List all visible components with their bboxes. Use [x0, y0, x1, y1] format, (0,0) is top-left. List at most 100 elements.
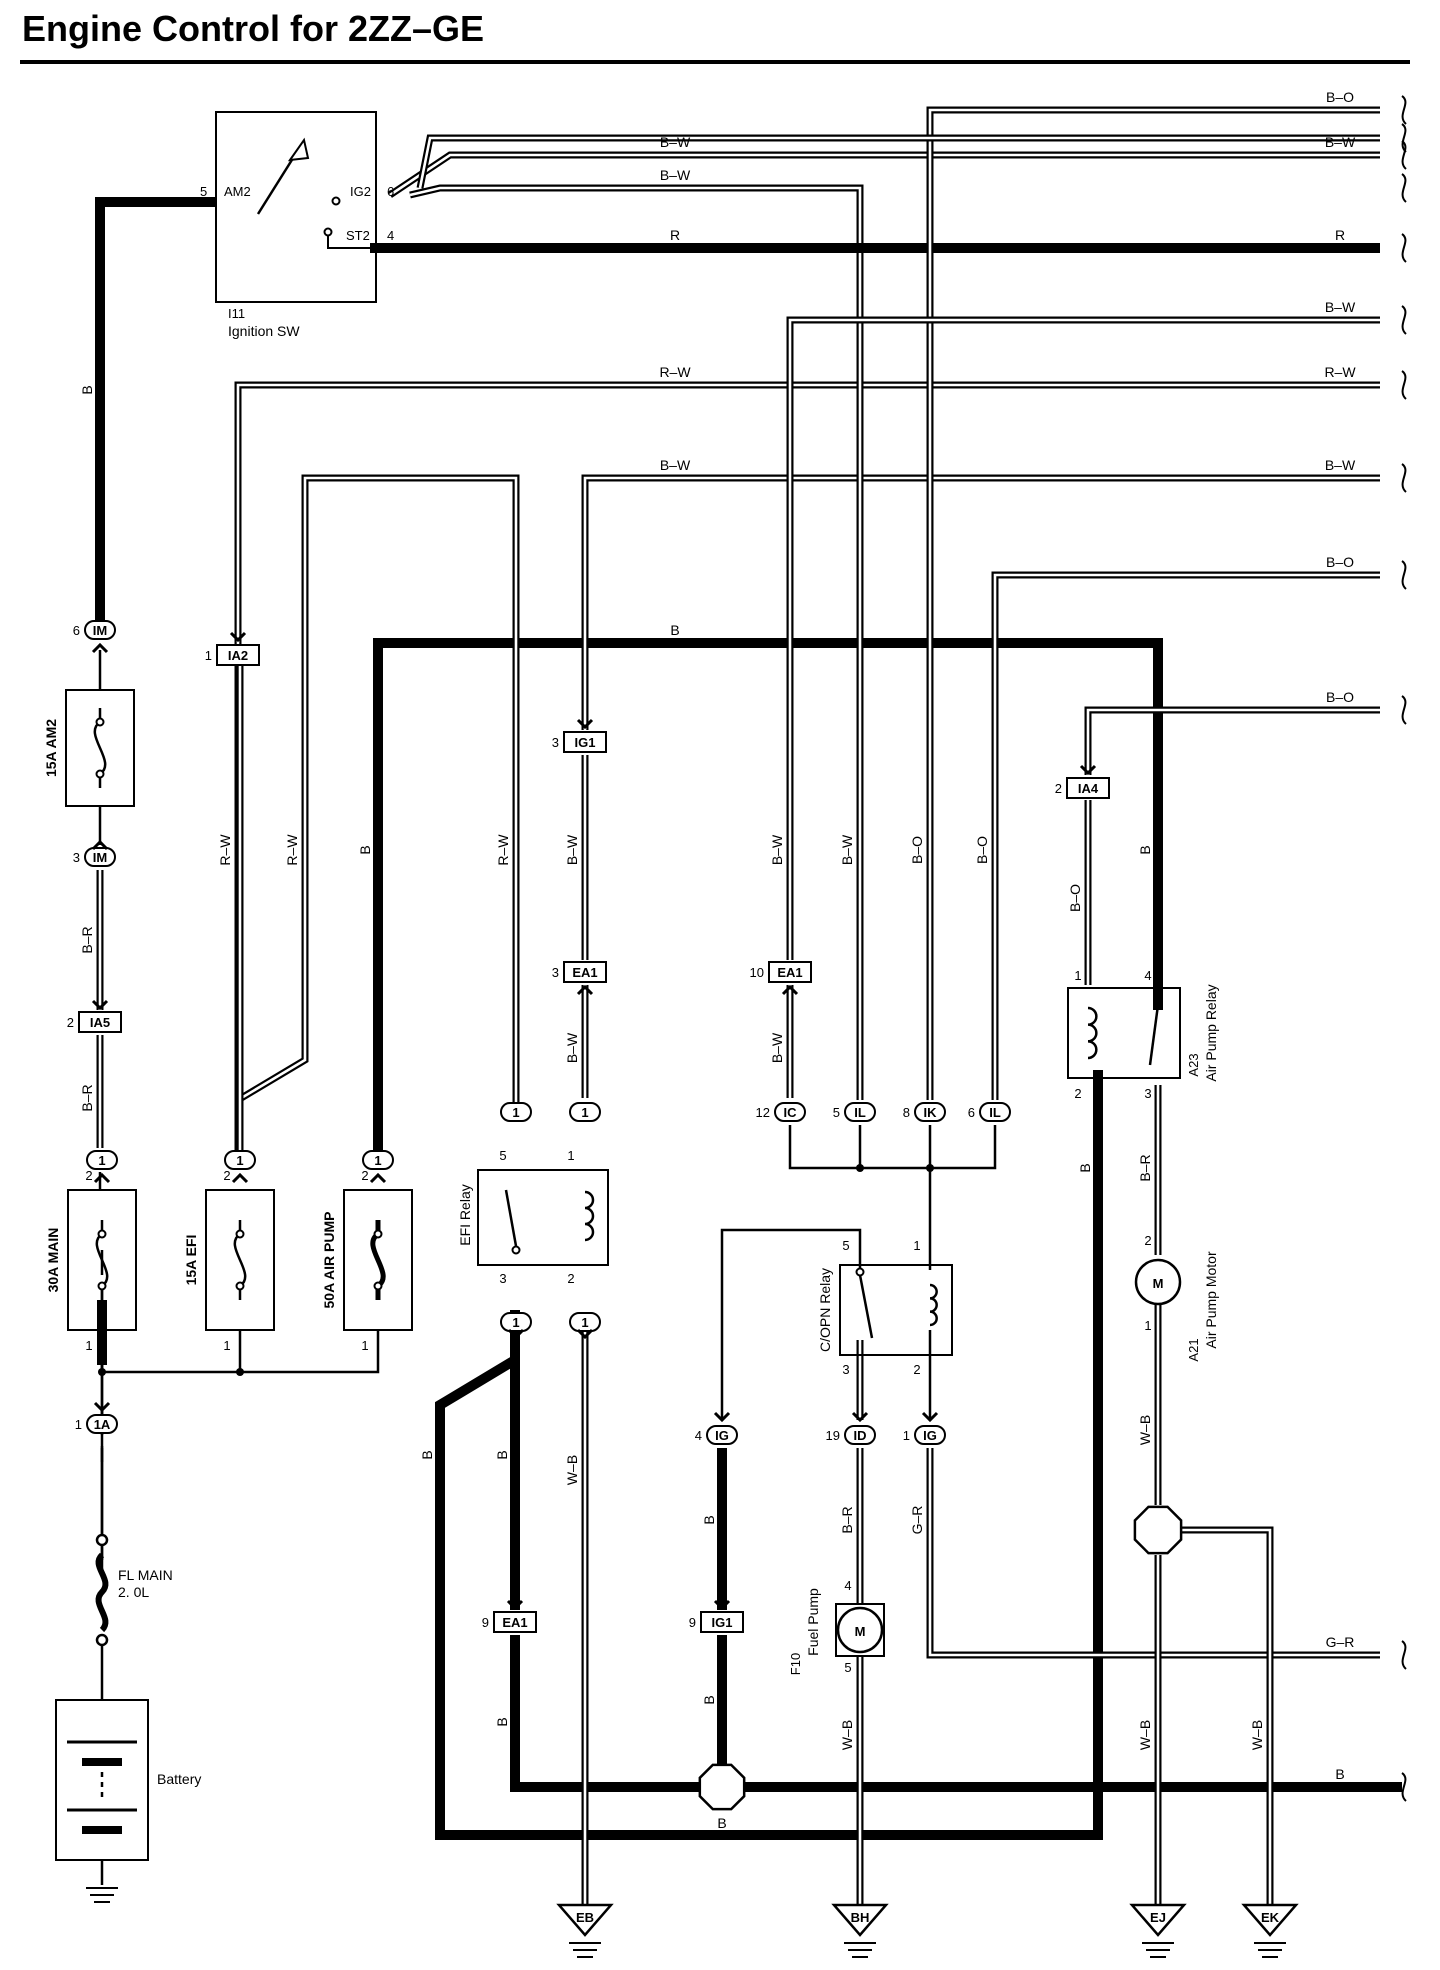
ground-eb-symbol: [556, 1903, 614, 1937]
connector-ia5-box: [78, 1011, 122, 1033]
wire-color-label: B–O: [1326, 689, 1354, 705]
wire-color-label: G–R: [1326, 1634, 1355, 1650]
connector-inline-1-pill: [224, 1150, 256, 1170]
wire-color-label: B: [1335, 1766, 1344, 1782]
connector-ig-pin: 4: [695, 1428, 702, 1443]
wire-b-w-ig1: [583, 476, 1380, 730]
air-pump-relay-coil: [1087, 1006, 1098, 1060]
wire-color-label: B–W: [769, 1032, 785, 1063]
ignition-switch-contact: [323, 227, 333, 237]
ignition-pin-st2: 4: [387, 228, 394, 243]
wire-w-b-ek: [1180, 1526, 1274, 1905]
connector-arrow: [781, 984, 799, 996]
fuse-am2-box: [65, 689, 135, 807]
fuel-pump-motor-letter: M: [855, 1624, 866, 1639]
wire-b-ground-bus: [510, 1635, 1402, 1792]
connector-1a-pin: 1: [75, 1417, 82, 1432]
connector-ia2-box: [216, 644, 260, 666]
wire-b-w-ig2-top: [389, 153, 1380, 197]
pin-number: 2: [1144, 1233, 1151, 1248]
wire-color-label: R: [670, 227, 680, 243]
wire-b-w-ic: [788, 318, 1380, 960]
pin-number: 5: [844, 1660, 851, 1675]
efi-relay-box: [477, 1169, 609, 1266]
efi-relay-label: EFI Relay: [457, 1184, 473, 1245]
connector-ia4-box: [1066, 777, 1110, 799]
connector-ig1-code: IG1: [575, 735, 596, 750]
connector-il-pin: 5: [833, 1105, 840, 1120]
air-pump-relay-code: A23: [1186, 1053, 1201, 1076]
fl-main-element: [95, 1552, 109, 1633]
connector-ig1-code: IG1: [712, 1615, 733, 1630]
fuse-efi-terminal: [235, 1229, 245, 1239]
ground-ek-code: EK: [1261, 1910, 1280, 1925]
connector-il-code: IL: [854, 1105, 866, 1120]
wire-color-label: R–W: [659, 364, 691, 380]
ground-eb-code: EB: [576, 1910, 594, 1925]
wire-color-label: B–O: [974, 836, 990, 864]
wire-color-label: B–W: [564, 834, 580, 865]
wire-break-mark: [1401, 173, 1407, 203]
wire-break-mark: [1401, 560, 1407, 590]
ignition-term-st2: ST2: [346, 228, 370, 243]
wire: [327, 236, 376, 249]
connector-il-pin: 6: [968, 1105, 975, 1120]
connector-arrow: [369, 1172, 387, 1184]
wire-break-mark: [1401, 1640, 1407, 1670]
pin-number: 2: [361, 1168, 368, 1183]
connector-inline-1-pill: [500, 1312, 532, 1332]
connector-arrow: [713, 1411, 731, 1423]
wire-break-mark: [1401, 695, 1407, 725]
fuel-pump-body: [835, 1603, 885, 1657]
ignition-name: Ignition SW: [228, 323, 300, 339]
fuse-main-terminal: [97, 1281, 107, 1291]
wire-b-efi-ground: [435, 1070, 1103, 1840]
pin-number: 2: [1074, 1086, 1081, 1101]
wire-b-w-ig1: [581, 474, 1380, 730]
connector-inline-1-code: 1: [512, 1105, 519, 1120]
fuse-efi-label: 15A EFI: [183, 1235, 199, 1286]
wire-color-label: B–W: [660, 167, 691, 183]
wire-color-label: B: [670, 622, 679, 638]
connector-arrow: [93, 1401, 111, 1413]
connector-arrow: [921, 1411, 939, 1423]
fl-main-label: FL MAIN: [118, 1567, 173, 1583]
connector-ea1-pin: 3: [552, 965, 559, 980]
fl-main-terminal: [95, 1533, 109, 1547]
copn-feed: [720, 1228, 862, 1420]
connector-ik-pill: [914, 1102, 946, 1122]
copn-relay-contact: [855, 1267, 865, 1277]
pin-number: 2: [567, 1271, 574, 1286]
connector-inline-1-code: 1: [581, 1315, 588, 1330]
pin-number: 2: [223, 1168, 230, 1183]
fuse-am2-terminal: [95, 769, 105, 779]
air-pump-motor-letter: M: [1153, 1276, 1164, 1291]
wire-color-label: B–R: [79, 1084, 95, 1111]
wire-color-label: W–B: [1137, 1415, 1153, 1445]
pin-number: 3: [499, 1271, 506, 1286]
pin-number: 1: [361, 1338, 368, 1353]
connector-arrow: [1079, 764, 1097, 776]
wire-color-label: B–O: [909, 836, 925, 864]
wire-color-label: W–B: [1137, 1720, 1153, 1750]
title-rule: [20, 60, 1410, 64]
fuse-air-pump-box: [343, 1189, 413, 1331]
wire-break-mark: [1401, 123, 1407, 153]
connector-inline-1-code: 1: [236, 1153, 243, 1168]
efi-relay-contact: [511, 1245, 521, 1255]
connector-id-code: ID: [854, 1428, 867, 1443]
connector-ea1-box: [768, 961, 812, 983]
wire-color-label: R–W: [284, 834, 300, 866]
copn-relay-label: C/OPN Relay: [817, 1268, 833, 1352]
connector-inline-1-code: 1: [512, 1315, 519, 1330]
connector-ia2-code: IA2: [228, 648, 248, 663]
connector-ia2-pin: 1: [205, 648, 212, 663]
connector-im-code: IM: [93, 850, 107, 865]
air-pump-relay-box: [1067, 987, 1181, 1079]
ignition-switch-contact: [331, 196, 341, 206]
wire-color-label: B–R: [1137, 1154, 1153, 1181]
wire-color-label: B: [419, 1450, 435, 1459]
connector-ea1-code: EA1: [777, 965, 802, 980]
fuse-am2-label: 15A AM2: [43, 719, 59, 777]
connector-im-pin: 3: [73, 850, 80, 865]
